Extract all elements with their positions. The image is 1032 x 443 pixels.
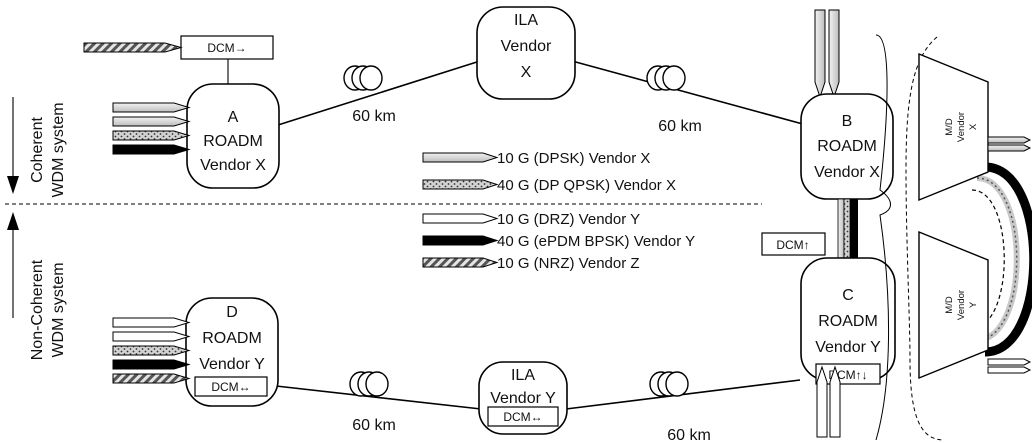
dcm-module-ila-y (487, 406, 559, 427)
node-ila-vendor-x[interactable] (476, 6, 576, 100)
node-b-name: B (842, 113, 853, 130)
node-d-vendor: Vendor Y (199, 356, 265, 373)
link-d-ila-y (275, 385, 482, 410)
client-signal-40g-dp-qpsk-vendor-x (112, 130, 191, 141)
legend-label-10g-dpsk: 10 G (DPSK) Vendor X (497, 150, 650, 167)
legend-swatch-10g-dpsk (422, 152, 499, 163)
md-x-output-dpsk (987, 144, 1032, 152)
detail-brace (875, 34, 891, 441)
md-vendor-x[interactable] (918, 52, 989, 202)
span-length-ila-c: 60 km (667, 427, 711, 443)
client-signal-10g-nrz-vendor-z (83, 42, 183, 53)
node-c-type: ROADM (818, 313, 878, 330)
md-y-output-drz (987, 366, 1032, 374)
md-x-line3: X (968, 123, 979, 130)
b-c-interconnect (837, 198, 858, 259)
node-a-vendor: Vendor X (200, 157, 266, 174)
fiber-spool-icon (343, 65, 383, 91)
client-signal-10g-drz-vendor-y (112, 331, 191, 342)
client-signal-10g-nrz-vendor-z (112, 373, 191, 384)
client-signal-10g-drz-vendor-y (816, 365, 828, 438)
legend-label-10g-nrz: 10 G (NRZ) Vendor Z (497, 255, 640, 272)
md-y-line3: Y (968, 301, 979, 308)
node-ila-x-vendor: X (521, 64, 532, 81)
coherent-label-line2: WDM system (50, 102, 67, 197)
legend-swatch-40g-epdm-bpsk (422, 235, 499, 246)
client-signal-10g-drz-vendor-y (829, 365, 841, 438)
span-length-ila-b: 60 km (658, 118, 702, 135)
node-d-type: ROADM (202, 330, 262, 347)
signal-legend: 10 G (DPSK) Vendor X 40 G (DP QPSK) Vend… (422, 150, 695, 272)
fiber-spool-icon (646, 65, 686, 91)
client-signal-10g-dpsk-vendor-x (814, 9, 826, 99)
node-ila-x-label: Vendor (501, 38, 552, 55)
md-x-output-dpsk (987, 136, 1032, 144)
client-signal-10g-dpsk-vendor-x (112, 102, 191, 113)
span-length-d-ila: 60 km (352, 417, 396, 434)
dcm-label-ila-y: DCM↔ (503, 410, 542, 424)
node-ila-x-name: ILA (514, 12, 538, 29)
link-ila-x-b (571, 60, 811, 127)
legend-label-40g-dp-qpsk: 40 G (DP QPSK) Vendor X (497, 177, 676, 194)
node-c-vendor: Vendor Y (815, 339, 881, 356)
md-vendor-y[interactable] (918, 230, 989, 380)
down-arrow (7, 97, 19, 194)
legend-label-40g-epdm-bpsk: 40 G (ePDM BPSK) Vendor Y (497, 233, 695, 250)
md-x-line1: M/D (944, 118, 955, 136)
link-a-ila-x (277, 60, 481, 126)
legend-swatch-10g-nrz (422, 257, 499, 268)
node-c-name: C (842, 287, 854, 304)
md-y-output-drz (987, 358, 1032, 366)
fiber-spool-icon (349, 371, 389, 397)
md-y-line2: Vendor (956, 290, 967, 320)
client-signal-40g-epdm-bpsk-vendor-y (112, 144, 191, 155)
detail-callout-outline (905, 36, 945, 441)
dcm-label-b: DCM↑ (776, 238, 809, 252)
dcm-module-b (761, 232, 826, 256)
node-a-type: ROADM (203, 133, 263, 150)
client-signal-10g-drz-vendor-y (112, 317, 191, 328)
dcm-label-a: DCM→ (207, 41, 246, 55)
dcm-module-d (194, 376, 268, 397)
node-a-name: A (228, 109, 239, 126)
span-length-a-ila: 60 km (352, 108, 396, 125)
client-signal-40g-dp-qpsk-vendor-x (112, 345, 191, 356)
md-x-line2: Vendor (956, 112, 967, 142)
node-b-vendor: Vendor X (814, 164, 880, 181)
node-b-type: ROADM (817, 138, 877, 155)
non-coherent-label-line1: Non-Coherent (29, 259, 46, 360)
node-d-name: D (226, 304, 238, 321)
dcm-label-d: DCM↔ (211, 380, 250, 394)
legend-swatch-40g-dp-qpsk (422, 179, 499, 190)
non-coherent-label-line2: WDM system (50, 262, 67, 357)
client-signal-10g-dpsk-vendor-x (112, 116, 191, 127)
legend-swatch-10g-drz (422, 213, 499, 224)
node-ila-y-vendor: Vendor Y (490, 390, 556, 407)
client-signal-10g-dpsk-vendor-x (828, 9, 840, 99)
md-y-line1: M/D (944, 296, 955, 314)
node-ila-y-name: ILA (511, 367, 535, 384)
coherent-label-line1: Coherent (29, 117, 46, 183)
legend-label-10g-drz: 10 G (DRZ) Vendor Y (497, 211, 640, 228)
up-arrow (7, 212, 19, 318)
client-signal-40g-epdm-bpsk-vendor-y (112, 359, 191, 370)
fiber-spool-icon (649, 371, 689, 397)
